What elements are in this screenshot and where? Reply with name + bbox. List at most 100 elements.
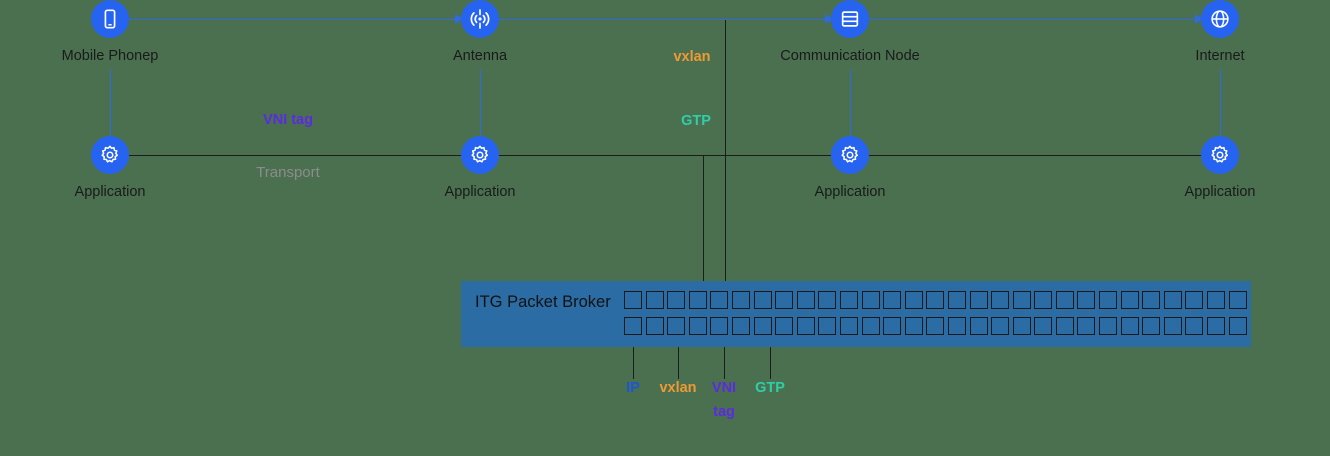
node-application-2[interactable] xyxy=(461,136,499,174)
stack-link-antenna xyxy=(480,70,481,136)
tap-label-ip: IP xyxy=(626,380,640,396)
broker-port[interactable] xyxy=(1099,291,1118,309)
caption-communication: Communication Node xyxy=(780,48,920,64)
broker-port[interactable] xyxy=(818,291,837,309)
broker-port[interactable] xyxy=(1185,291,1204,309)
server-icon xyxy=(839,8,861,30)
broker-port[interactable] xyxy=(1012,317,1031,335)
broker-port[interactable] xyxy=(1142,291,1161,309)
broker-port[interactable] xyxy=(904,291,923,309)
broker-port[interactable] xyxy=(796,317,815,335)
broker-port[interactable] xyxy=(1034,291,1053,309)
broker-port[interactable] xyxy=(710,317,729,335)
stack-link-phone xyxy=(110,70,111,136)
transport-line-1 xyxy=(129,155,462,156)
broker-port[interactable] xyxy=(883,317,902,335)
broker-port[interactable] xyxy=(775,317,794,335)
caption-antenna: Antenna xyxy=(452,48,508,64)
tap-line-vxlan-to-broker xyxy=(725,20,726,282)
broker-port[interactable] xyxy=(904,317,923,335)
caption-application-2: Application xyxy=(444,184,516,200)
broker-port[interactable] xyxy=(947,291,966,309)
broker-port[interactable] xyxy=(667,291,686,309)
broker-port[interactable] xyxy=(1185,317,1204,335)
node-communication[interactable] xyxy=(831,0,869,38)
broker-port[interactable] xyxy=(1142,317,1161,335)
broker-port[interactable] xyxy=(688,291,707,309)
tap-drop-line-ip xyxy=(633,347,634,379)
broker-port[interactable] xyxy=(1034,317,1053,335)
broker-port[interactable] xyxy=(753,291,772,309)
broker-port[interactable] xyxy=(731,291,750,309)
tap-drop-line-vni xyxy=(724,347,725,379)
node-antenna[interactable] xyxy=(461,0,499,38)
broker-port-row-bottom[interactable] xyxy=(624,317,1250,335)
stack-link-internet xyxy=(1220,70,1221,136)
broker-port[interactable] xyxy=(1012,291,1031,309)
broker-port[interactable] xyxy=(753,317,772,335)
broker-port[interactable] xyxy=(731,317,750,335)
broker-port[interactable] xyxy=(1077,291,1096,309)
broker-port[interactable] xyxy=(839,291,858,309)
transport-line-3 xyxy=(869,155,1202,156)
broker-port[interactable] xyxy=(645,317,664,335)
broker-port[interactable] xyxy=(688,317,707,335)
broker-port[interactable] xyxy=(861,317,880,335)
broker-port[interactable] xyxy=(1099,317,1118,335)
broker-port[interactable] xyxy=(1120,291,1139,309)
broker-port[interactable] xyxy=(991,317,1010,335)
label-transport: Transport xyxy=(256,164,320,181)
broker-port[interactable] xyxy=(818,317,837,335)
broker-port[interactable] xyxy=(991,291,1010,309)
caption-internet: Internet xyxy=(1195,48,1245,64)
broker-port[interactable] xyxy=(1207,317,1226,335)
tap-drop-line-gtp xyxy=(770,347,771,379)
broker-port[interactable] xyxy=(775,291,794,309)
label-vxlan: vxlan xyxy=(673,49,711,65)
tap-line-gtp-to-broker xyxy=(703,156,704,282)
broker-port[interactable] xyxy=(1228,291,1247,309)
broker-port[interactable] xyxy=(861,291,880,309)
caption-application-1: Application xyxy=(74,184,146,200)
broker-port[interactable] xyxy=(969,317,988,335)
tap-label-vni-line2: tag xyxy=(713,404,735,420)
broker-port[interactable] xyxy=(969,291,988,309)
node-internet[interactable] xyxy=(1201,0,1239,38)
broker-port[interactable] xyxy=(1120,317,1139,335)
label-vni-tag: VNI tag xyxy=(263,112,313,128)
tap-label-gtp: GTP xyxy=(755,380,785,396)
broker-port[interactable] xyxy=(839,317,858,335)
node-application-3[interactable] xyxy=(831,136,869,174)
itg-packet-broker[interactable]: ITG Packet Broker xyxy=(461,281,1251,347)
broker-port[interactable] xyxy=(926,317,945,335)
globe-icon xyxy=(1209,8,1231,30)
gear-icon xyxy=(469,144,491,166)
tap-drop-line-vxlan xyxy=(678,347,679,379)
arrowhead-comm-node xyxy=(825,14,833,24)
broker-port[interactable] xyxy=(1207,291,1226,309)
link-comm-to-internet xyxy=(869,19,1202,20)
node-application-1[interactable] xyxy=(91,136,129,174)
broker-port[interactable] xyxy=(1228,317,1247,335)
node-application-4[interactable] xyxy=(1201,136,1239,174)
broker-port-row-top[interactable] xyxy=(624,291,1250,309)
broker-port[interactable] xyxy=(645,291,664,309)
broker-port[interactable] xyxy=(1077,317,1096,335)
broker-port[interactable] xyxy=(624,317,642,335)
label-gtp: GTP xyxy=(681,113,711,129)
gear-icon xyxy=(1209,144,1231,166)
broker-port[interactable] xyxy=(710,291,729,309)
tap-label-vxlan: vxlan xyxy=(659,380,697,396)
broker-port[interactable] xyxy=(926,291,945,309)
broker-port[interactable] xyxy=(624,291,642,309)
node-mobile-phone[interactable] xyxy=(91,0,129,38)
broker-port[interactable] xyxy=(1163,291,1182,309)
broker-port[interactable] xyxy=(796,291,815,309)
broker-port[interactable] xyxy=(947,317,966,335)
broker-port[interactable] xyxy=(883,291,902,309)
broker-port[interactable] xyxy=(1055,317,1074,335)
broker-port[interactable] xyxy=(1055,291,1074,309)
broker-port[interactable] xyxy=(1163,317,1182,335)
gear-icon xyxy=(839,144,861,166)
broker-port[interactable] xyxy=(667,317,686,335)
